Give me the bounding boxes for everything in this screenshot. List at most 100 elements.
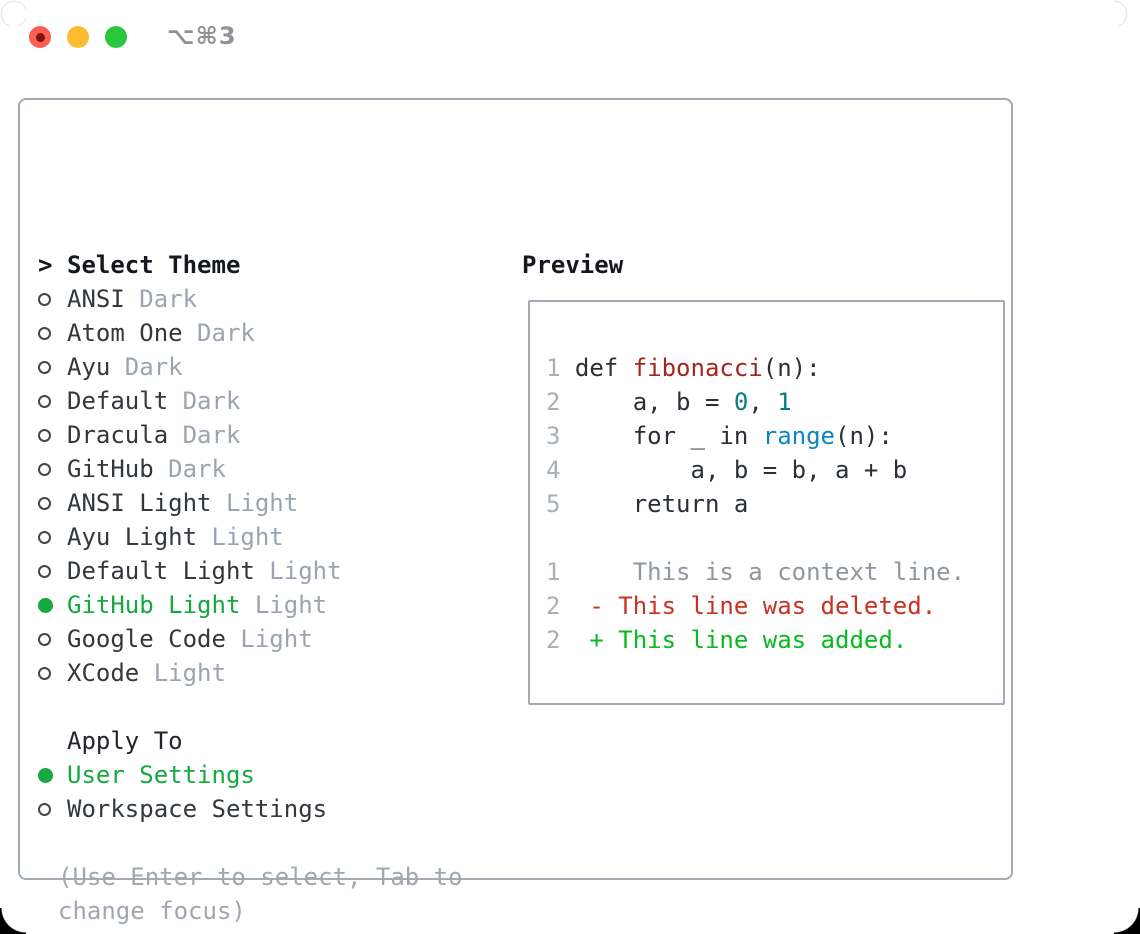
close-button[interactable]: [29, 26, 51, 48]
token-code: return a: [574, 490, 749, 518]
code-line: 1 This is a context line.: [546, 555, 965, 589]
window-corner: [0, 908, 26, 934]
apply-option-user-settings[interactable]: User Settings: [38, 758, 255, 792]
token-del: - This line was deleted.: [589, 592, 937, 620]
token-add: + This line was added.: [589, 626, 908, 654]
radio-unselected-icon: [38, 384, 67, 418]
theme-name: ANSI Light: [67, 489, 226, 517]
theme-variant: Dark: [182, 387, 241, 415]
code-line: 4 a, b = b, a + b: [546, 453, 965, 487]
theme-variant: Light: [254, 591, 328, 619]
token-code: [560, 558, 632, 586]
token-code: (n):: [835, 422, 893, 450]
theme-name: Default: [67, 387, 183, 415]
radio-unselected-icon: [38, 656, 67, 690]
theme-list-title-label: Select Theme: [67, 251, 241, 279]
theme-name: Atom One: [67, 319, 198, 347]
theme-item-ayu-light[interactable]: Ayu Light Light: [38, 520, 284, 554]
token-code: def: [574, 354, 633, 382]
radio-unselected-icon: [38, 520, 67, 554]
code-line: 2 + This line was added.: [546, 623, 965, 657]
theme-variant: Dark: [168, 455, 226, 483]
zoom-button[interactable]: [105, 26, 127, 48]
radio-unselected-icon: [38, 282, 67, 316]
theme-variant: Light: [269, 557, 342, 585]
apply-option-label: User Settings: [67, 761, 255, 789]
spacer: [38, 724, 67, 758]
radio-unselected-icon: [38, 792, 67, 826]
token-code: a, b = b, a + b: [574, 456, 908, 484]
code-line: [546, 521, 965, 555]
token-code: [560, 626, 589, 654]
theme-item-google-code[interactable]: Google Code Light: [38, 622, 313, 656]
token-ctx: This is a context line.: [632, 558, 966, 586]
code-line: 2 a, b = 0, 1: [546, 385, 965, 419]
token-code: ,: [748, 388, 778, 416]
radio-unselected-icon: [38, 486, 67, 520]
theme-variant: Dark: [197, 319, 255, 347]
apply-option-label: Workspace Settings: [67, 795, 328, 823]
code-line: 1 def fibonacci(n):: [546, 351, 965, 385]
theme-name: ANSI: [67, 285, 140, 313]
token-ln: 1: [546, 558, 561, 586]
token-fn: fibonacci: [632, 354, 763, 382]
theme-variant: Light: [153, 659, 226, 687]
theme-item-atom-one[interactable]: Atom One Dark: [38, 316, 255, 350]
theme-variant: Dark: [139, 285, 198, 313]
window-titlebar: ⌥⌘3: [0, 0, 1140, 74]
radio-selected-icon: [38, 758, 67, 792]
theme-item-default-light[interactable]: Default Light Light: [38, 554, 342, 588]
radio-unselected-icon: [38, 350, 67, 384]
theme-name: Default Light: [67, 557, 270, 585]
token-ln: 2: [546, 388, 575, 416]
token-code: (n):: [762, 354, 821, 382]
theme-name: Ayu Light: [67, 523, 212, 551]
code-line: 3 for _ in range(n):: [546, 419, 965, 453]
token-ln: 3: [546, 422, 575, 450]
theme-list-title: >Select Theme: [38, 248, 240, 282]
theme-item-default[interactable]: Default Dark: [38, 384, 240, 418]
apply-to-title-label: Apply To: [67, 727, 183, 755]
token-ln: 4: [546, 456, 575, 484]
theme-variant: Light: [225, 489, 299, 517]
theme-item-ansi[interactable]: ANSI Dark: [38, 282, 197, 316]
theme-item-ayu[interactable]: Ayu Dark: [38, 350, 183, 384]
keyboard-shortcut-label: ⌥⌘3: [167, 22, 237, 50]
theme-item-github[interactable]: GitHub Dark: [38, 452, 226, 486]
radio-unselected-icon: [38, 554, 67, 588]
token-code: for _ in: [574, 422, 763, 450]
token-code: [560, 592, 589, 620]
theme-item-ansi-light[interactable]: ANSI Light Light: [38, 486, 298, 520]
theme-name: Google Code: [67, 625, 241, 653]
apply-option-workspace-settings[interactable]: Workspace Settings: [38, 792, 327, 826]
preview-title: Preview: [522, 251, 624, 279]
theme-variant: Light: [211, 523, 284, 551]
theme-item-github-light[interactable]: GitHub Light Light: [38, 588, 327, 622]
token-lit: 1: [777, 388, 792, 416]
usage-hint: (Use Enter to select, Tab to change focu…: [58, 863, 463, 925]
token-bi: range: [762, 422, 835, 450]
token-code: a, b =: [574, 388, 734, 416]
radio-selected-icon: [38, 588, 67, 622]
minimize-button[interactable]: [67, 26, 89, 48]
theme-item-dracula[interactable]: Dracula Dark: [38, 418, 240, 452]
theme-name: Dracula: [67, 421, 183, 449]
apply-to-title: Apply To: [38, 724, 183, 758]
theme-variant: Light: [240, 625, 313, 653]
theme-name: Ayu: [67, 353, 125, 381]
theme-name: GitHub: [67, 455, 169, 483]
token-ln: 2: [546, 626, 561, 654]
theme-name: XCode: [67, 659, 154, 687]
radio-unselected-icon: [38, 316, 67, 350]
token-ln: 5: [546, 490, 575, 518]
code-line: 5 return a: [546, 487, 965, 521]
radio-unselected-icon: [38, 452, 67, 486]
radio-unselected-icon: [38, 418, 67, 452]
theme-variant: Dark: [124, 353, 183, 381]
theme-item-xcode[interactable]: XCode Light: [38, 656, 226, 690]
theme-name: GitHub Light: [67, 591, 255, 619]
token-lit: 0: [733, 388, 749, 416]
